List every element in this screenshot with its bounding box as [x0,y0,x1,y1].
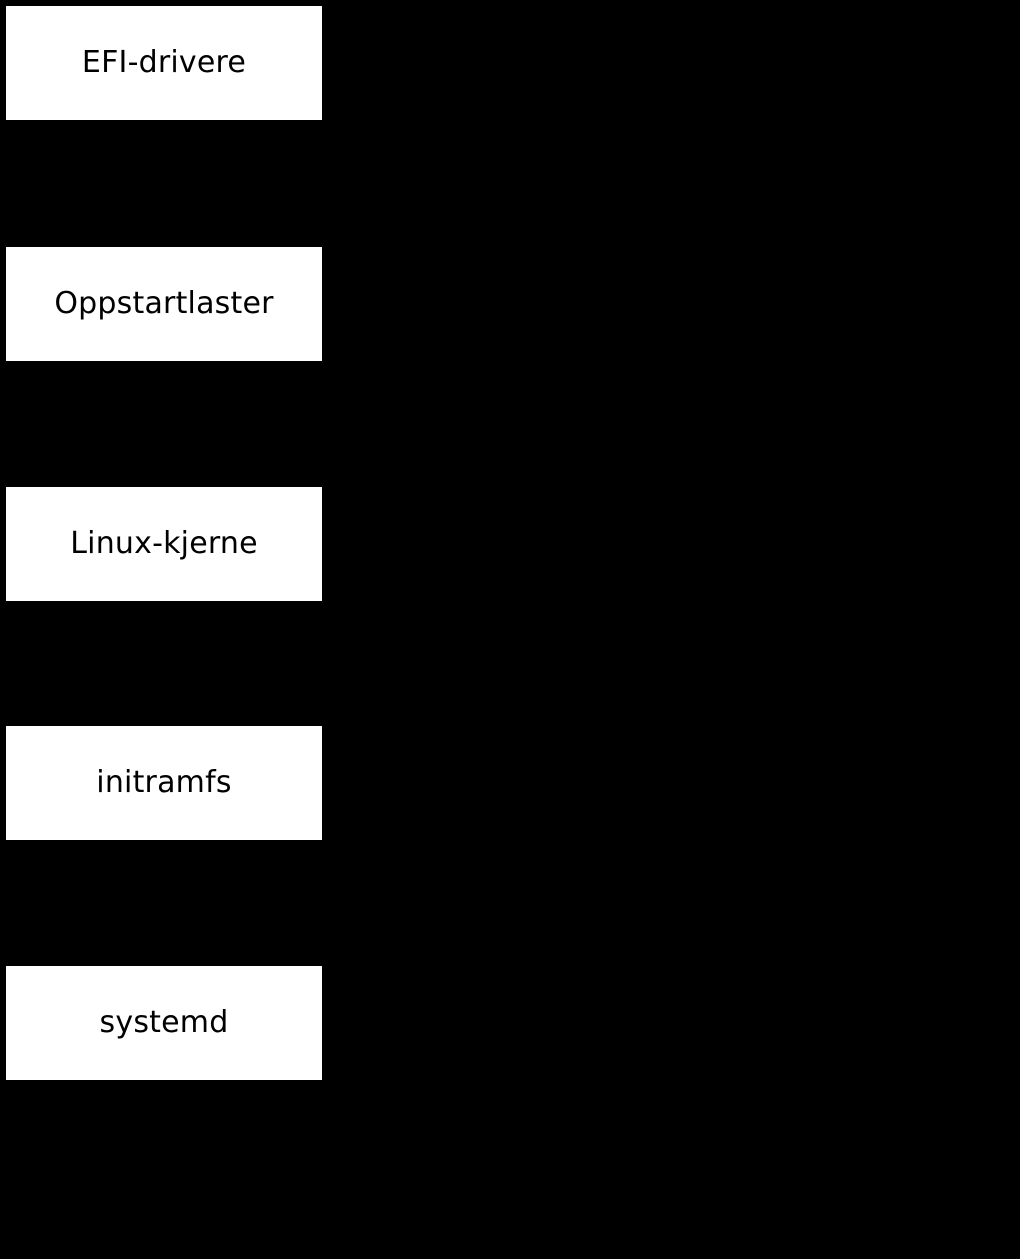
stage-label: EFI-drivere [81,45,247,80]
stage-box-oppstartlaster[interactable]: Oppstartlaster [6,247,322,361]
stage-box-linux-kjerne[interactable]: Linux-kjerne [6,487,322,601]
stage-label: systemd [99,1005,229,1040]
stage-label: Linux-kjerne [70,526,258,561]
stage-label: initramfs [96,765,232,800]
stage-box-systemd[interactable]: systemd [6,966,322,1080]
stage-box-initramfs[interactable]: initramfs [6,726,322,840]
stage-label: Oppstartlaster [54,286,274,321]
stage-box-efi-drivere[interactable]: EFI-drivere [6,6,322,120]
